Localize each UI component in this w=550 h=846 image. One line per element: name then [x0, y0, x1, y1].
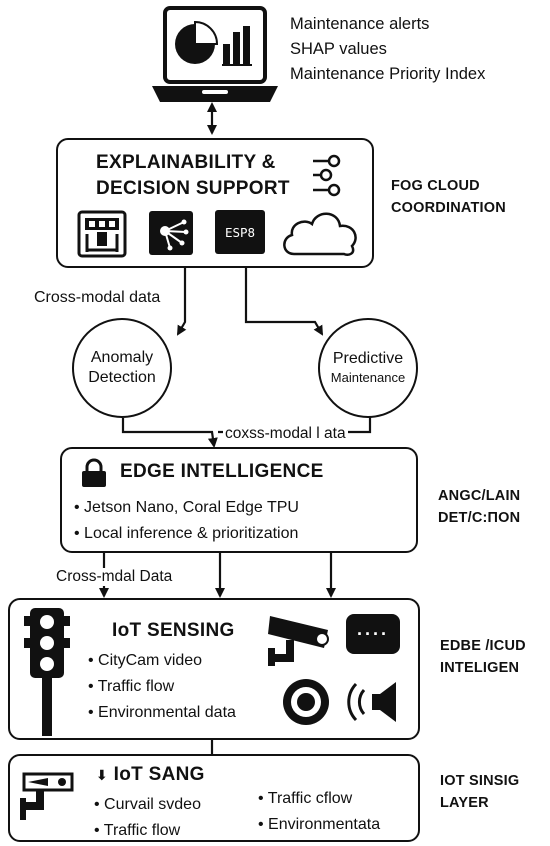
anomaly-detection-node: Anomaly Detection: [72, 318, 172, 418]
sensing-item-text: Environmental data: [98, 704, 236, 721]
iot-sang-title: ⬇ IoT SANG: [96, 764, 205, 786]
sang-item: • Curvail svdeo: [94, 796, 201, 813]
sensing-item-text: Traffic flow: [97, 678, 175, 695]
speaker-icon: [347, 682, 396, 722]
down-arrow-icon: ⬇: [96, 767, 109, 783]
edge-intelligence-box: EDGE INTELLIGENCE • Jetson Nano, Coral E…: [60, 447, 418, 553]
predictive-label-line-1: Predictive: [332, 350, 404, 367]
lock-icon: [82, 458, 106, 487]
message-icon: ····: [346, 614, 400, 654]
angc-label-line-1: ANGC/LAIN: [438, 488, 521, 504]
angc-label: ANGC/LAIN DET/C:ПОN: [438, 485, 520, 529]
cross-modal-label: Cross-modal data: [34, 289, 161, 306]
explainability-title-line-2: DECISION SUPPORT: [96, 178, 290, 199]
sang-item-text: Environmentata: [268, 816, 381, 833]
sensor-disc-icon: [283, 679, 329, 725]
angc-label-line-2: DET/C:ПОN: [438, 510, 521, 526]
anomaly-label-line-2: Detection: [88, 369, 156, 386]
fog-cloud-label-line-2: COORDINATION: [391, 200, 506, 216]
edge-item-text: Local inference & prioritization: [84, 525, 299, 542]
iot-sinsig-label: IOT SINSIG LAYER: [440, 770, 519, 814]
edge-items: • Jetson Nano, Coral Edge TPU • Local in…: [74, 495, 299, 547]
coxss-modal-label: coxss-modal l ata: [223, 425, 348, 443]
traffic-light-icon: [24, 608, 70, 736]
esp8-chip-label: ESP8: [224, 224, 256, 240]
note-priority-index: Maintenance Priority Index: [290, 65, 486, 83]
sang-left-items: • Curvail svdeo • Traffic flow: [94, 792, 201, 844]
note-maintenance-alerts: Maintenance alerts: [290, 15, 430, 33]
edge-item-text: Jetson Nano, Coral Edge TPU: [84, 499, 299, 516]
fog-cloud-label-line-1: FOG CLOUD: [391, 178, 480, 194]
sensing-item-text: CityCam video: [98, 652, 203, 669]
sang-item: • Traffic cflow: [258, 790, 353, 807]
iot-sang-title-text: IoT SANG: [113, 764, 205, 785]
esp8-chip-icon: ESP8: [215, 210, 265, 254]
sang-item-text: Curvail svdeo: [104, 796, 201, 813]
sensing-item: • Traffic flow: [88, 678, 175, 695]
explainability-box: EXPLAINABILITY & DECISION SUPPORT: [56, 138, 374, 268]
iot-sinsig-label-line-1: IOT SINSIG: [440, 773, 520, 789]
iot-sensing-box: IoT SENSING • CityCam video • Traffic fl…: [8, 598, 420, 740]
circuit-board-icon: [77, 210, 127, 258]
explainability-title-line-1: EXPLAINABILITY &: [96, 152, 276, 173]
sensing-item: • Environmental data: [88, 704, 236, 721]
note-shap-values: SHAP values: [290, 40, 387, 58]
cloud-icon: [283, 212, 357, 256]
edge-item: • Jetson Nano, Coral Edge TPU: [74, 499, 299, 516]
sensing-item: • CityCam video: [88, 652, 203, 669]
sliders-icon: [313, 154, 341, 197]
camera-icon: [20, 772, 74, 820]
edge-item: • Local inference & prioritization: [74, 525, 299, 542]
sang-item-text: Traffic cflow: [267, 790, 353, 807]
to-predictive-arrow: [244, 268, 324, 336]
iot-sensing-title: IoT SENSING: [112, 620, 235, 641]
explainability-title: EXPLAINABILITY & DECISION SUPPORT: [96, 150, 290, 202]
edbe-label: EDBE /ICUD INTELIGEN: [440, 635, 526, 679]
to-anomaly-arrow: [176, 268, 187, 336]
top-notes: Maintenance alerts SHAP values Maintenan…: [290, 12, 485, 87]
edge-intelligence-title: EDGE INTELLIGENCE: [120, 461, 324, 482]
network-node-icon: [149, 211, 193, 255]
predictive-label-line-2: Maintenance: [330, 370, 406, 385]
sang-item: • Environmentata: [258, 816, 381, 833]
predictive-maintenance-node: Predictive Maintenance: [318, 318, 418, 418]
iot-sang-box: ⬇ IoT SANG • Curvail svdeo • Traffic flo…: [8, 754, 420, 842]
sang-right-items: • Traffic cflow • Environmentata: [258, 786, 380, 838]
sang-item: • Traffic flow: [94, 822, 181, 839]
sang-item-text: Traffic flow: [103, 822, 181, 839]
laptop-dashboard-icon: [152, 6, 278, 102]
edbe-label-line-1: EDBE /ICUD: [440, 638, 526, 654]
cctv-camera-icon: [268, 616, 329, 666]
fog-cloud-label: FOG CLOUD COORDINATION: [391, 175, 506, 219]
anomaly-to-edge-arrow: [121, 418, 218, 448]
sensing-items: • CityCam video • Traffic flow • Environ…: [88, 648, 236, 726]
anomaly-label-line-1: Anomaly: [90, 349, 154, 366]
edbe-label-line-2: INTELIGEN: [440, 660, 520, 676]
iot-sinsig-label-line-2: LAYER: [440, 795, 489, 811]
cross-mdal-data-label: Cross-mdal Data: [54, 568, 175, 586]
